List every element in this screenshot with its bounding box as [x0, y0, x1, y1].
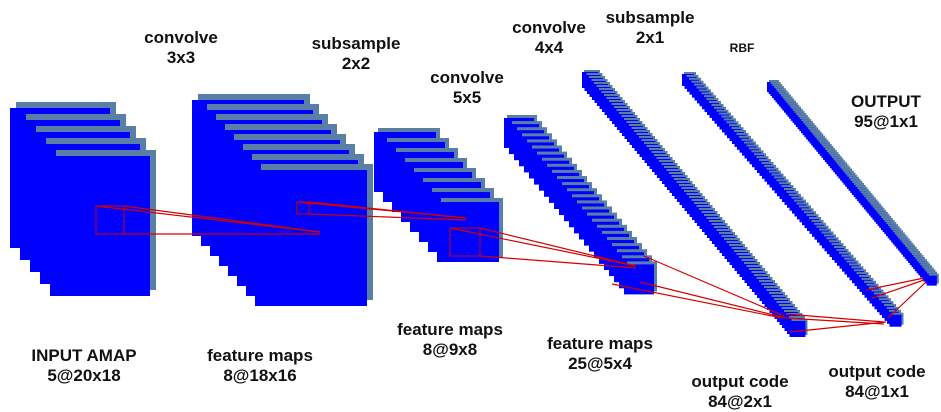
feature-map	[789, 321, 806, 337]
receptive-field-box	[449, 227, 481, 257]
connection-line	[296, 201, 467, 219]
connection-line	[887, 281, 927, 319]
connection-line	[479, 227, 637, 267]
connection-line	[643, 255, 785, 317]
connection-line	[611, 283, 783, 319]
connection-line	[95, 205, 321, 233]
connection-line	[865, 277, 925, 291]
feature-map	[889, 314, 902, 327]
connection-line	[785, 317, 885, 325]
connection-line	[871, 279, 925, 299]
connection-line	[639, 281, 787, 319]
receptive-field-box	[95, 205, 125, 235]
feature-map	[50, 156, 150, 296]
feature-map	[255, 170, 367, 306]
feature-map-stacks	[10, 70, 939, 337]
connection-line	[785, 313, 885, 323]
connection-line	[449, 227, 637, 267]
connection-line	[789, 321, 887, 333]
op-label-rbf: RBF	[729, 41, 755, 55]
input-stack	[10, 102, 156, 296]
connection-line	[308, 213, 467, 221]
feature-maps-1-stack	[192, 94, 373, 306]
output-code-1-stack	[582, 70, 808, 337]
connection-line	[479, 255, 637, 269]
output-code-2-stack	[682, 72, 904, 327]
feature-maps-2-stack	[374, 128, 503, 262]
output-stack	[767, 80, 939, 286]
connection-lines	[95, 201, 927, 333]
feature-map	[926, 275, 937, 286]
